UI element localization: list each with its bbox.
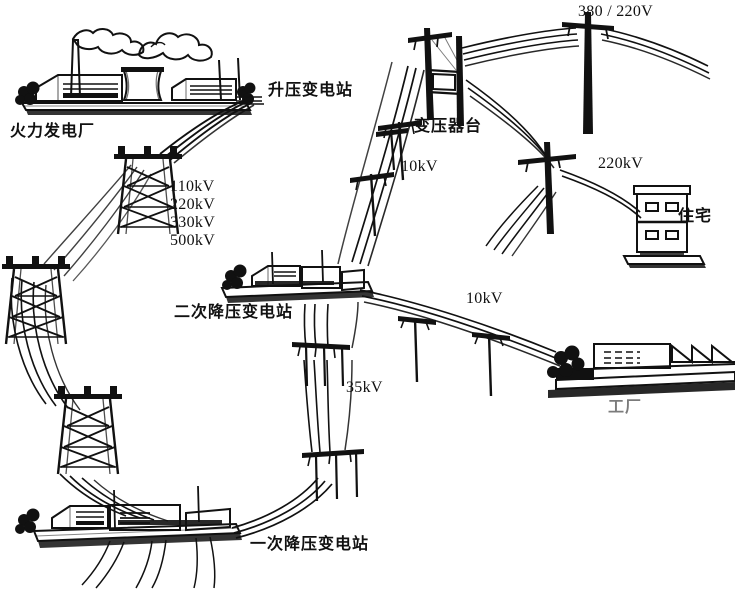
label-step-up-substation: 升压变电站 (268, 80, 354, 99)
distribution-pole-residence-feed (518, 142, 576, 234)
label-subtransmission-voltage: 35kV (346, 379, 383, 396)
distribution-pole-10kv-a (398, 316, 436, 383)
primary-step-down-substation-illustration (15, 485, 242, 548)
label-residence: 住宅 (678, 206, 713, 225)
transformer-platform-illustration (408, 28, 464, 126)
subtransmission-35kv-lines (231, 301, 359, 539)
label-transmission-voltages: 110kV 220kV 330kV 500kV (170, 178, 215, 250)
label-transformer-platform: 变压器台 (414, 116, 483, 135)
voltage-110kv: 110kV (170, 178, 215, 195)
label-distribution-voltage-upper: 10kV (401, 158, 438, 175)
service-drop-to-residence (465, 79, 642, 257)
feeders-from-primary-substation (81, 536, 216, 589)
distribution-pole-small-left (376, 128, 408, 171)
distribution-10kv-to-factory (359, 289, 561, 367)
distribution-pole-35kv-lower (302, 449, 364, 502)
label-residence-feed-voltage: 220kV (598, 155, 644, 172)
distribution-pole-10kv-riser-a (350, 172, 394, 237)
low-voltage-service-pole (562, 12, 614, 134)
residence-illustration (622, 185, 706, 268)
label-secondary-step-down-substation: 二次降压变电站 (174, 302, 294, 321)
distribution-pole-35kv (292, 342, 350, 387)
distribution-pole-10kv-b (472, 332, 510, 397)
voltage-330kv: 330kV (170, 213, 216, 231)
voltage-220kv: 220kV (170, 195, 216, 213)
transmission-lines-left (10, 277, 81, 411)
label-distribution-voltage-lower: 10kV (466, 290, 503, 307)
lattice-tower-lowerleft (52, 384, 124, 476)
label-service-voltage: 380 / 220V (578, 3, 653, 20)
label-factory: 工厂 (608, 397, 643, 416)
thermal-power-plant-illustration (15, 28, 264, 115)
secondary-step-down-substation-illustration (220, 249, 374, 303)
voltage-500kv: 500kV (170, 231, 216, 249)
label-primary-step-down-substation: 一次降压变电站 (250, 534, 370, 553)
factory-illustration (547, 343, 735, 398)
label-thermal-power-plant: 火力发电厂 (10, 121, 96, 140)
